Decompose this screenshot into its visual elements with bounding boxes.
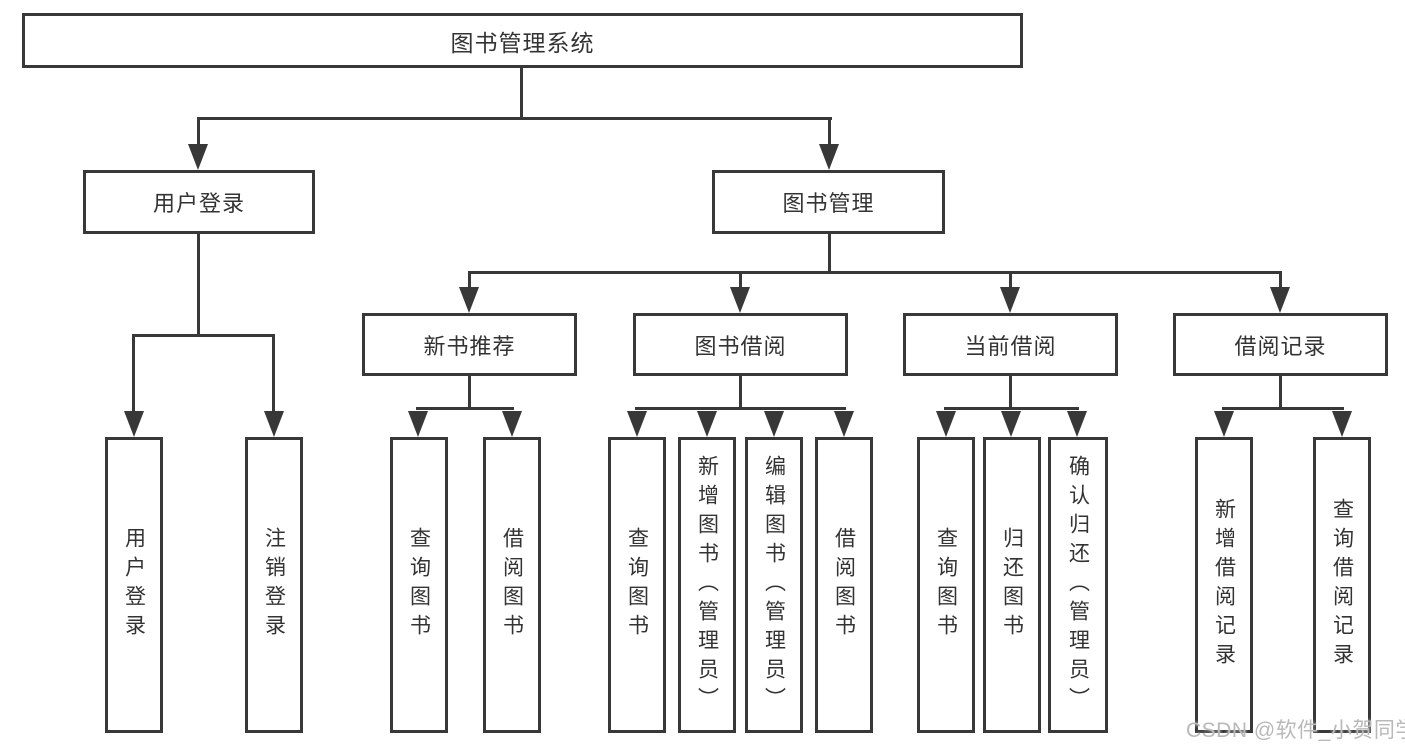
leaf-add-borrow-record-label: 新增借阅记录: [1212, 498, 1236, 672]
arrow-down-icon: [124, 411, 144, 437]
arrow-down-icon: [1000, 287, 1020, 313]
arrow-down-icon: [264, 411, 284, 437]
node-book-management: 图书管理: [712, 170, 945, 234]
leaf-query-books-borrow: 查询图书: [608, 437, 666, 733]
node-current-borrow: 当前借阅: [903, 313, 1118, 376]
leaf-confirm-return-admin-label: 确认归还（管理员）: [1066, 454, 1090, 716]
node-new-book-recommend-label: 新书推荐: [423, 333, 516, 359]
connector-line: [197, 232, 200, 336]
arrow-down-icon: [764, 411, 784, 437]
leaf-return-book: 归还图书: [983, 437, 1041, 733]
connector-line: [944, 407, 1079, 410]
node-book-management-label: 图书管理: [782, 191, 875, 216]
leaf-confirm-return-admin: 确认归还（管理员）: [1048, 437, 1108, 733]
leaf-query-books-borrow-label: 查询图书: [625, 527, 649, 643]
arrow-down-icon: [936, 411, 956, 437]
leaf-logout-label: 注销登录: [262, 527, 286, 643]
leaf-user-login-label: 用户登录: [122, 527, 146, 643]
watermark-text: CSDN @软件_小贺同学: [1186, 719, 1405, 742]
connector-line: [739, 271, 742, 291]
connector-line: [272, 334, 275, 414]
leaf-add-book-admin-label: 新增图书（管理员）: [695, 454, 719, 716]
arrow-down-icon: [408, 411, 428, 437]
leaf-query-books-current-label: 查询图书: [934, 527, 958, 643]
connector-line: [132, 334, 135, 414]
leaf-query-borrow-record: 查询借阅记录: [1313, 437, 1371, 733]
leaf-borrow-books-2-label: 借阅图书: [832, 527, 856, 643]
leaf-query-books-recommend: 查询图书: [390, 437, 448, 733]
arrow-down-icon: [730, 287, 750, 313]
connector-line: [635, 407, 846, 410]
connector-line: [468, 271, 1282, 274]
node-user-login-label: 用户登录: [152, 191, 245, 216]
leaf-query-books-current: 查询图书: [917, 437, 975, 733]
leaf-edit-book-admin-label: 编辑图书（管理员）: [762, 454, 786, 716]
connector-line: [520, 66, 523, 119]
leaf-query-books-recommend-label: 查询图书: [407, 527, 431, 643]
node-root-label: 图书管理系统: [450, 29, 595, 56]
connector-line: [1009, 271, 1012, 291]
arrow-down-icon: [188, 144, 208, 170]
node-user-login: 用户登录: [83, 170, 315, 234]
arrow-down-icon: [1332, 411, 1352, 437]
connector-line: [132, 334, 275, 337]
node-root: 图书管理系统: [22, 13, 1023, 68]
arrow-down-icon: [459, 287, 479, 313]
leaf-borrow-books-recommend: 借阅图书: [483, 437, 541, 733]
node-book-borrow: 图书借阅: [633, 313, 848, 376]
connector-line: [416, 407, 514, 410]
node-borrow-records: 借阅记录: [1173, 313, 1388, 376]
connector-line: [1009, 374, 1012, 410]
leaf-user-login: 用户登录: [105, 437, 163, 733]
connector-line: [828, 232, 831, 273]
leaf-edit-book-admin: 编辑图书（管理员）: [745, 437, 803, 733]
connector-line: [197, 117, 832, 120]
arrow-down-icon: [697, 411, 717, 437]
leaf-logout: 注销登录: [245, 437, 303, 733]
leaf-query-borrow-record-label: 查询借阅记录: [1330, 498, 1354, 672]
arrow-down-icon: [834, 411, 854, 437]
leaf-add-book-admin: 新增图书（管理员）: [678, 437, 736, 733]
connector-line: [739, 374, 742, 410]
leaf-borrow-books-2: 借阅图书: [815, 437, 873, 733]
node-borrow-records-label: 借阅记录: [1234, 333, 1327, 359]
arrow-down-icon: [1001, 411, 1021, 437]
node-book-borrow-label: 图书借阅: [694, 333, 787, 359]
leaf-borrow-books-recommend-label: 借阅图书: [500, 527, 524, 643]
leaf-add-borrow-record: 新增借阅记录: [1195, 437, 1253, 733]
connector-line: [197, 117, 200, 148]
connector-line: [468, 374, 471, 410]
arrow-down-icon: [627, 411, 647, 437]
arrow-down-icon: [1214, 411, 1234, 437]
connector-line: [1222, 407, 1344, 410]
arrow-down-icon: [502, 411, 522, 437]
connector-line: [828, 117, 831, 148]
leaf-return-book-label: 归还图书: [1000, 527, 1024, 643]
arrow-down-icon: [1270, 287, 1290, 313]
node-current-borrow-label: 当前借阅: [964, 333, 1057, 359]
arrow-down-icon: [1067, 411, 1087, 437]
connector-line: [1279, 374, 1282, 410]
connector-line: [468, 271, 471, 291]
connector-line: [1279, 271, 1282, 291]
arrow-down-icon: [819, 144, 839, 170]
node-new-book-recommend: 新书推荐: [362, 313, 577, 376]
